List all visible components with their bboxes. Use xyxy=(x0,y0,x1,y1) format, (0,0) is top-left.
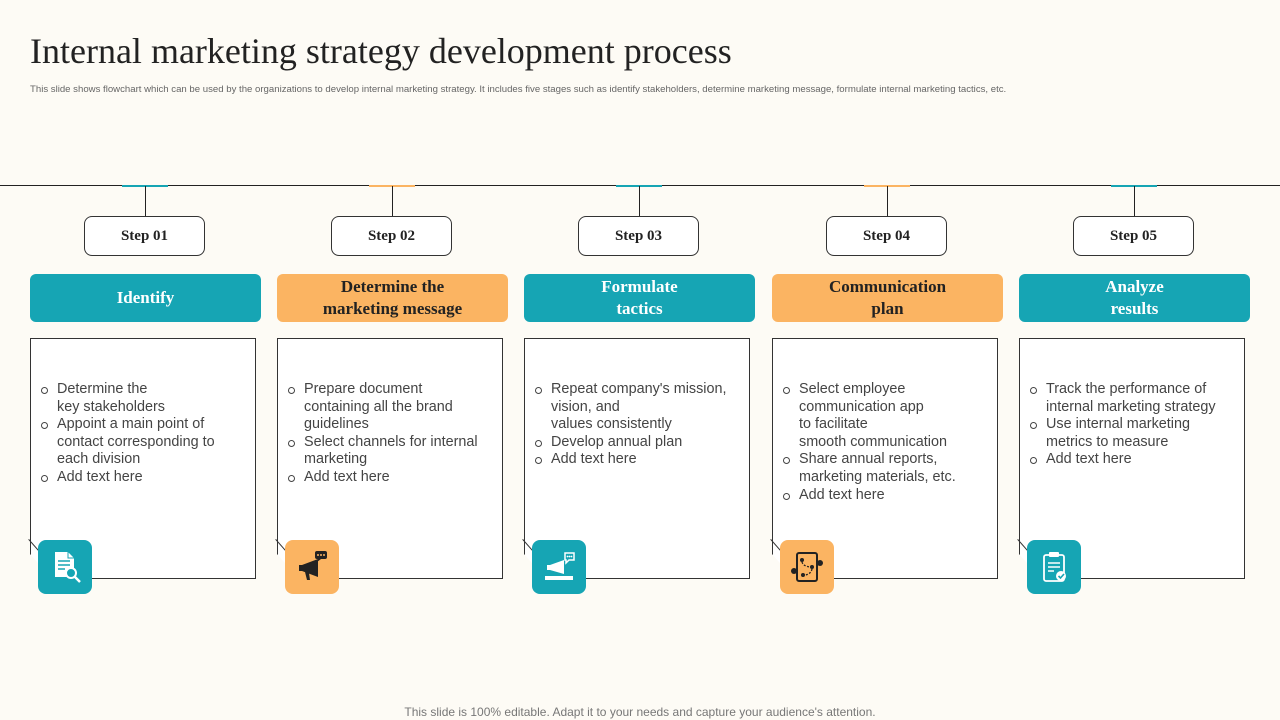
bullet-item: Repeat company's mission, vision, and va… xyxy=(533,381,738,434)
connector-line xyxy=(887,186,888,217)
page-title: Internal marketing strategy development … xyxy=(30,31,732,71)
step-label: Step 03 xyxy=(578,216,699,256)
stage-heading: Communication plan xyxy=(772,274,1003,322)
document-search-icon xyxy=(38,540,92,594)
strategy-board-icon xyxy=(780,540,834,594)
connector-line xyxy=(639,186,640,217)
bullet-list: Select employee communication app to fac… xyxy=(781,381,986,504)
bullet-item: Add text here xyxy=(1028,451,1233,469)
bullet-list: Repeat company's mission, vision, and va… xyxy=(533,381,738,469)
bullet-item: Add text here xyxy=(533,451,738,469)
bullet-list: Prepare document containing all the bran… xyxy=(286,381,491,487)
stage-4: Step 04 Communication plan Select employ… xyxy=(770,185,1003,595)
stage-5: Step 05 Analyze results Track the perfor… xyxy=(1017,185,1250,595)
connector-line xyxy=(145,186,146,217)
stage-heading: Identify xyxy=(30,274,261,322)
stage-content-box: Determine the key stakeholders Appoint a… xyxy=(30,338,256,579)
stage-heading: Analyze results xyxy=(1019,274,1250,322)
step-label: Step 05 xyxy=(1073,216,1194,256)
stage-heading: Formulate tactics xyxy=(524,274,755,322)
stage-2: Step 02 Determine the marketing message … xyxy=(275,185,508,595)
stage-3: Step 03 Formulate tactics Repeat company… xyxy=(522,185,755,595)
stage-1: Step 01 Identify Determine the key stake… xyxy=(28,185,261,595)
clipboard-check-icon xyxy=(1027,540,1081,594)
bullet-item: Add text here xyxy=(286,469,491,487)
stage-content-box: Prepare document containing all the bran… xyxy=(277,338,503,579)
step-label: Step 04 xyxy=(826,216,947,256)
page-subtitle: This slide shows flowchart which can be … xyxy=(30,84,1007,95)
bullet-item: Select channels for internal marketing xyxy=(286,434,491,469)
bullet-item: Track the performance of internal market… xyxy=(1028,381,1233,416)
stage-content-box: Track the performance of internal market… xyxy=(1019,338,1245,579)
step-label: Step 02 xyxy=(331,216,452,256)
connector-line xyxy=(1134,186,1135,217)
connector-line xyxy=(392,186,393,217)
bullet-item: Determine the key stakeholders xyxy=(39,381,244,416)
bullet-item: Appoint a main point of contact correspo… xyxy=(39,416,244,469)
stage-content-box: Repeat company's mission, vision, and va… xyxy=(524,338,750,579)
bullet-item: Add text here xyxy=(39,469,244,487)
megaphone-message-icon xyxy=(285,540,339,594)
footer-note: This slide is 100% editable. Adapt it to… xyxy=(404,705,876,719)
bullet-item: Select employee communication app to fac… xyxy=(781,381,986,451)
stage-heading: Determine the marketing message xyxy=(277,274,508,322)
bullet-item: Prepare document containing all the bran… xyxy=(286,381,491,434)
stage-content-box: Select employee communication app to fac… xyxy=(772,338,998,579)
bullet-item: Develop annual plan xyxy=(533,434,738,452)
bullet-list: Determine the key stakeholders Appoint a… xyxy=(39,381,244,487)
megaphone-chat-icon xyxy=(532,540,586,594)
bullet-item: Use internal marketing metrics to measur… xyxy=(1028,416,1233,451)
bullet-item: Share annual reports, marketing material… xyxy=(781,451,986,486)
bullet-list: Track the performance of internal market… xyxy=(1028,381,1233,469)
step-label: Step 01 xyxy=(84,216,205,256)
bullet-item: Add text here xyxy=(781,487,986,505)
